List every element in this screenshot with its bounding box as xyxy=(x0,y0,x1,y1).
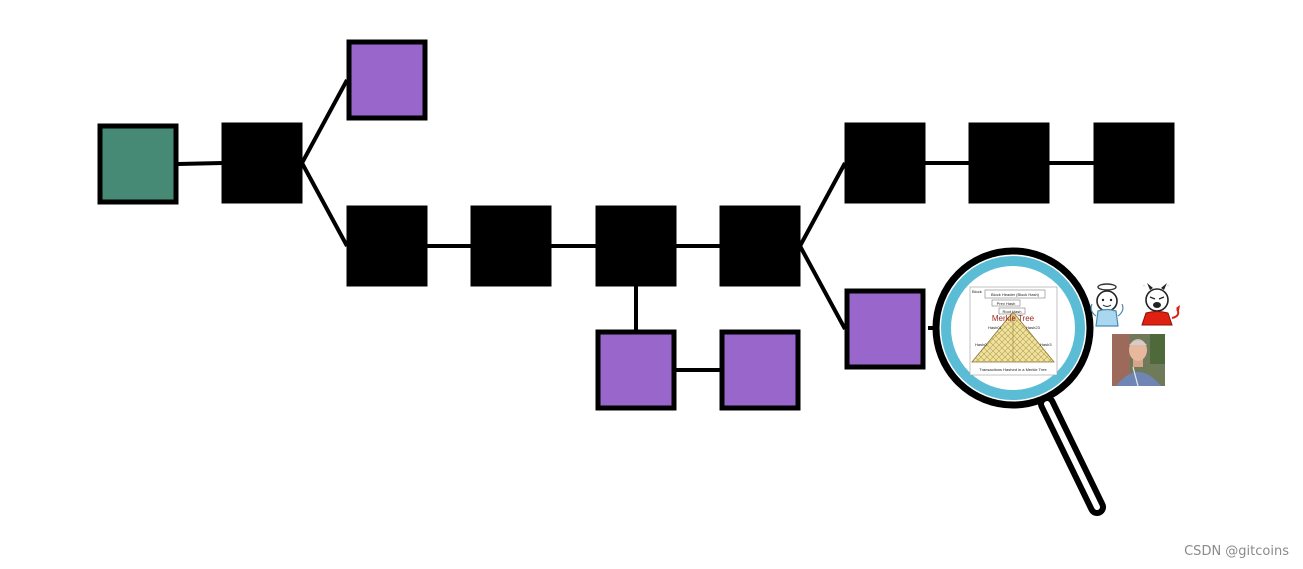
inset-caption: Transactions Hashed in a Merkle Tree xyxy=(979,367,1047,372)
person-portrait xyxy=(1112,334,1165,387)
svg-text:·: · xyxy=(1167,283,1169,289)
inset-hash0: Hash0 xyxy=(975,342,987,347)
inset-hash23: Hash23 xyxy=(1026,325,1041,330)
block-b3 xyxy=(470,205,552,287)
edge-b1-fork1 xyxy=(300,79,349,164)
edge-b5-t1 xyxy=(798,162,847,247)
block-genesis xyxy=(97,123,179,205)
inset-hash3: Hash3 xyxy=(1040,342,1052,347)
merkle-tree-inset: Block Block Header (Block Hash) Prev Has… xyxy=(969,286,1058,376)
block-t1 xyxy=(844,122,926,204)
block-t2 xyxy=(968,122,1050,204)
devil-baby-icon: · · xyxy=(1141,283,1180,326)
chain-edges xyxy=(177,79,1094,372)
angel-baby-icon xyxy=(1090,283,1124,327)
svg-text:·: · xyxy=(1143,283,1145,289)
block-fork2b xyxy=(719,329,801,411)
block-b5 xyxy=(719,205,801,287)
block-fork1 xyxy=(346,39,428,121)
inset-block-label: Block xyxy=(972,289,982,294)
block-inspected xyxy=(844,288,926,370)
watermark: CSDN @gitcoins xyxy=(1184,544,1289,559)
block-b4 xyxy=(595,205,677,287)
inset-hash01: Hash01 xyxy=(988,325,1003,330)
block-fork2a xyxy=(595,329,677,411)
edge-genesis-b1 xyxy=(177,161,223,166)
inset-prev-hash: Prev Hash xyxy=(997,301,1016,306)
inset-root-hash: Root Hash xyxy=(1003,309,1022,314)
block-t3 xyxy=(1093,122,1175,204)
chain-blocks xyxy=(97,39,1175,411)
inset-header-label: Block Header (Block Hash) xyxy=(991,292,1040,297)
edge-b5-inspected xyxy=(798,245,847,330)
block-b2 xyxy=(346,205,428,287)
merkle-tree-label: Merkle Tree xyxy=(992,314,1035,323)
magnifier-handle xyxy=(1038,395,1106,516)
edge-b1-b2 xyxy=(300,162,349,247)
block-b1 xyxy=(221,122,303,204)
